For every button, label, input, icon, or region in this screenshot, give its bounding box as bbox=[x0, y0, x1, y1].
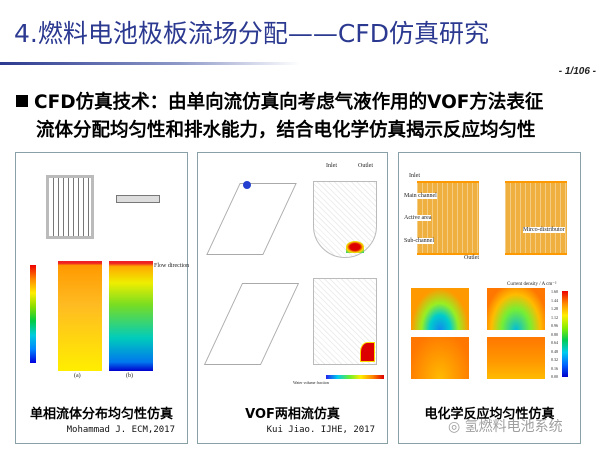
slide-title: 4.燃料电池极板流场分配——CFD仿真研究 bbox=[14, 19, 489, 48]
colorbar bbox=[562, 291, 568, 377]
bullet-line-1: CFD仿真技术：由单向流仿真向考虑气液作用的VOF方法表征 bbox=[16, 88, 543, 114]
colorbar-tick: 0.80 bbox=[551, 331, 558, 337]
flow-field-b bbox=[505, 181, 567, 255]
watermark: ◎ 氢燃料电池系统 bbox=[448, 416, 563, 436]
active-area-label: Active area bbox=[404, 215, 432, 221]
plot-label-a: (a) bbox=[74, 373, 81, 379]
channel-3d-top bbox=[206, 183, 297, 255]
current-map-a bbox=[411, 288, 469, 330]
colorbar-tick: 0.96 bbox=[551, 323, 558, 328]
colorbar-tick: 1.28 bbox=[551, 306, 558, 311]
micro-distributor-label: Mirco-distributor bbox=[523, 227, 565, 233]
citation: Mohammad J. ECM,2017 bbox=[66, 425, 175, 435]
flow-direction-label: Flow direction bbox=[154, 263, 190, 269]
plot-label-b: (b) bbox=[126, 373, 133, 379]
water-region-top bbox=[346, 241, 364, 253]
colorbar-tick: 0.00 bbox=[551, 374, 558, 379]
flow-field-diagram bbox=[46, 175, 94, 239]
watermark-text: 氢燃料电池系统 bbox=[464, 419, 563, 435]
main-channel-label: Main channel bbox=[404, 193, 437, 199]
outlet-label: Outlet bbox=[358, 163, 373, 169]
u-channel-bottom bbox=[313, 278, 377, 365]
current-density-label: Current density / A cm⁻² bbox=[507, 282, 557, 287]
current-map-c bbox=[411, 337, 469, 379]
caption: VOF两相流仿真 bbox=[245, 407, 340, 422]
caption: 电化学反应均匀性仿真 bbox=[424, 407, 555, 422]
caption: 单相流体分布均匀性仿真 bbox=[29, 407, 173, 422]
bullet-text-1: CFD仿真技术：由单向流仿真向考虑气液作用的VOF方法表征 bbox=[34, 92, 544, 113]
channel-3d-bottom bbox=[203, 283, 300, 365]
colorbar-tick: 0.32 bbox=[551, 357, 558, 362]
colorbar-tick: 1.12 bbox=[551, 314, 558, 320]
contour-plot-a bbox=[58, 261, 102, 371]
colorbar bbox=[30, 265, 36, 363]
water-region-bottom bbox=[361, 343, 374, 361]
bullet-line-2: 流体分配均匀性和排水能力，结合电化学仿真揭示反应均匀性 bbox=[36, 120, 536, 141]
contour-plot-b bbox=[109, 261, 153, 371]
colorbar bbox=[326, 375, 384, 379]
citation: Kui Jiao. IJHE, 2017 bbox=[266, 425, 375, 435]
inlet-label: Inlet bbox=[409, 173, 420, 179]
panel-single-phase: (a) (b) Flow direction 单相流体分布均匀性仿真 Moham… bbox=[15, 152, 190, 444]
colorbar-label: Water volume fraction bbox=[293, 380, 329, 385]
current-map-b bbox=[487, 288, 545, 330]
outlet-label: Outlet bbox=[464, 255, 479, 261]
bullet-square-icon bbox=[16, 95, 28, 107]
inlet-label: Inlet bbox=[326, 163, 337, 169]
droplet bbox=[243, 181, 251, 189]
wechat-icon: ◎ bbox=[448, 419, 465, 435]
colorbar-tick: 0.64 bbox=[551, 340, 558, 345]
colorbar-tick: 0.16 bbox=[551, 365, 558, 371]
u-channel-top bbox=[313, 181, 377, 258]
page-number: - 1/106 - bbox=[558, 66, 596, 77]
sub-channel-label: Sub-channel bbox=[404, 238, 434, 244]
title-underline bbox=[0, 62, 300, 65]
cross-section-diagram bbox=[116, 195, 160, 203]
colorbar-tick: 1.60 bbox=[551, 289, 558, 294]
current-map-d bbox=[487, 337, 545, 379]
colorbar-tick: 1.44 bbox=[551, 297, 558, 303]
colorbar-tick: 0.48 bbox=[551, 348, 558, 354]
panel-electrochemical: Inlet Main channel Active area Sub-chann… bbox=[398, 152, 581, 444]
colorbar-ticks: 1.60 1.44 1.28 1.12 0.96 0.80 0.64 0.48 0.32 0.16… bbox=[551, 289, 561, 379]
panel-vof: Inlet Outlet Water volume fraction VOF两相… bbox=[197, 152, 388, 444]
